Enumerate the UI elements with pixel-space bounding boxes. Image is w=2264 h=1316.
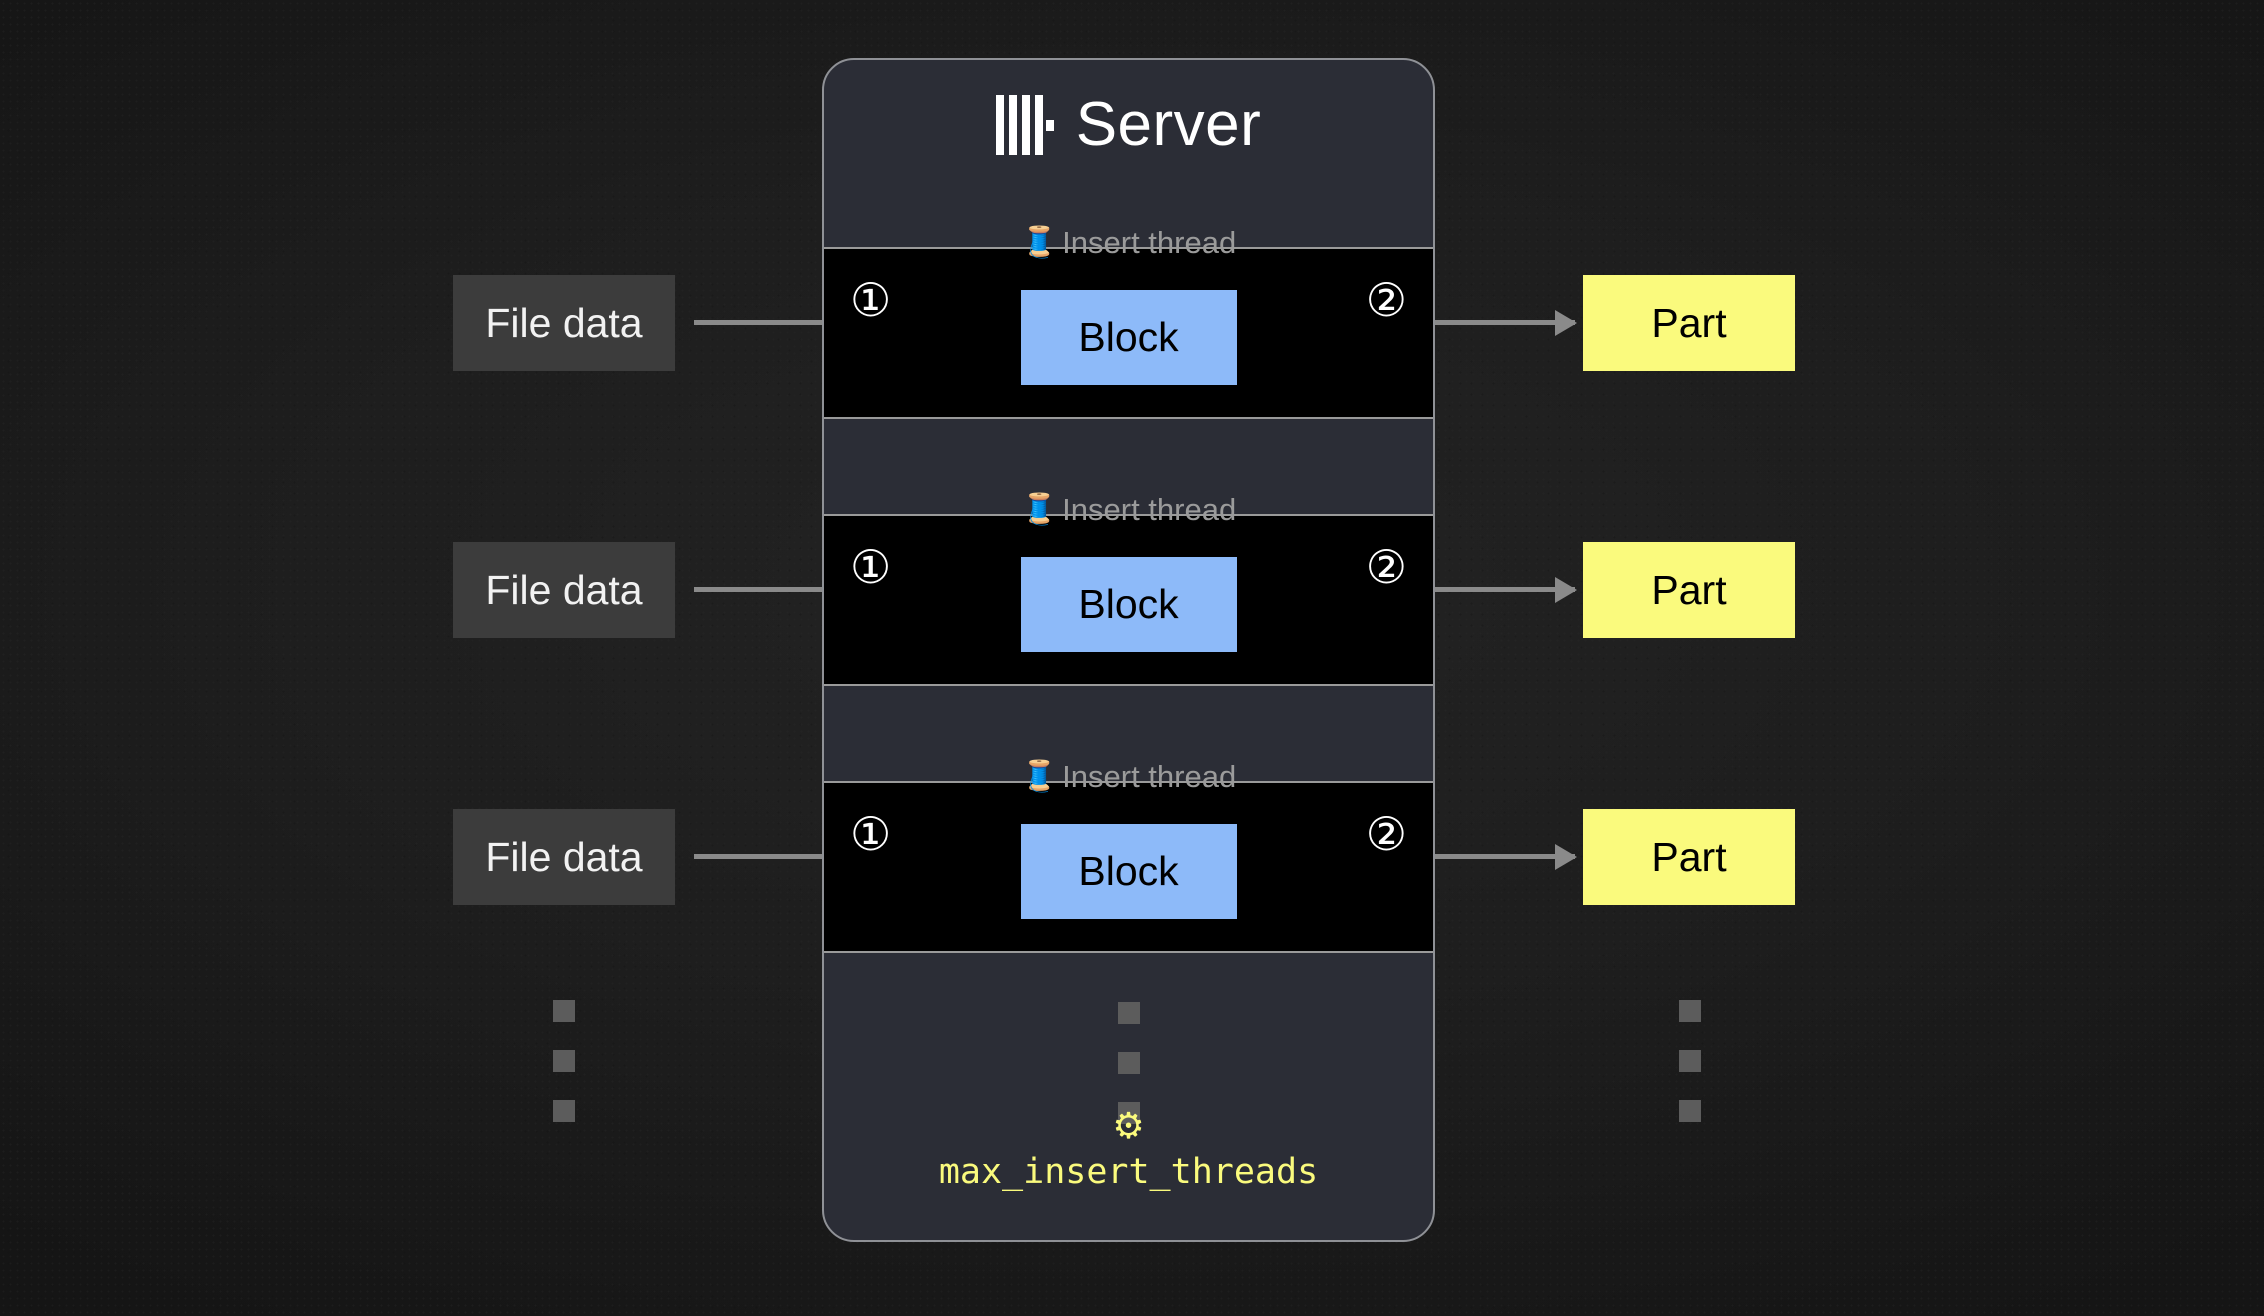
ellipsis-square [1117,1102,1140,1124]
ellipsis-square [553,1000,575,1022]
insert-thread-band-1: 🧵 Insert thread ① ② Block [824,227,1433,419]
ellipsis-square [1117,1002,1140,1024]
block-label: Block [1078,848,1179,894]
gear-icon: ⚙ [1112,1105,1145,1146]
block-label: Block [1078,314,1179,360]
file-data-box-2: File data [453,542,675,638]
ellipsis-square [553,1050,575,1072]
setting-name: max_insert_threads [938,1152,1319,1192]
part-box-3: Part [1583,809,1795,905]
ellipsis-square [1679,1050,1701,1072]
insert-thread-label: Insert thread [1062,225,1237,260]
block-box-3: Block [1020,824,1237,919]
ellipsis-square [1679,1000,1701,1022]
part-box-2: Part [1583,542,1795,638]
ellipsis-right [1679,1000,1701,1122]
insert-thread-label: Insert thread [1062,759,1237,794]
part-box-1: Part [1583,275,1795,371]
block-box-1: Block [1020,290,1237,385]
clickhouse-logo-icon [995,95,1054,155]
step-marker-3-in: ① [850,808,892,860]
setting-footer: ⚙ max_insert_threads [824,1105,1433,1193]
insert-thread-label-group-1: 🧵 Insert thread [1021,227,1236,258]
part-label: Part [1651,299,1727,346]
ellipsis-square [1679,1100,1701,1122]
insert-thread-band-2: 🧵 Insert thread ① ② Block [824,494,1433,686]
step-marker-2-in: ① [850,541,892,593]
ellipsis-square [1117,1052,1140,1074]
file-data-label: File data [485,299,643,346]
step-marker-1-in: ① [850,274,892,326]
ellipsis-square [553,1100,575,1122]
insert-thread-label: Insert thread [1062,492,1237,527]
step-marker-3-out: ② [1365,808,1407,860]
file-data-box-3: File data [453,809,675,905]
file-data-label: File data [485,566,643,613]
thread-spool-icon: 🧵 [1020,225,1059,259]
block-box-2: Block [1020,557,1237,652]
ellipsis-center [1117,1002,1140,1124]
block-label: Block [1078,581,1179,627]
thread-spool-icon: 🧵 [1020,492,1059,526]
step-marker-1-out: ② [1365,274,1407,326]
insert-thread-band-3: 🧵 Insert thread ① ② Block [824,761,1433,953]
part-label: Part [1651,833,1727,880]
server-title: Server [1075,90,1262,159]
insert-thread-label-group-2: 🧵 Insert thread [1021,494,1236,525]
server-panel: Server 🧵 Insert thread ① ② Block 🧵 Inser… [822,58,1435,1242]
part-label: Part [1651,566,1727,613]
ellipsis-left [553,1000,575,1122]
server-header: Server [824,60,1433,190]
insert-thread-label-group-3: 🧵 Insert thread [1021,761,1236,792]
file-data-label: File data [485,833,643,880]
step-marker-2-out: ② [1365,541,1407,593]
thread-spool-icon: 🧵 [1020,759,1059,793]
file-data-box-1: File data [453,275,675,371]
